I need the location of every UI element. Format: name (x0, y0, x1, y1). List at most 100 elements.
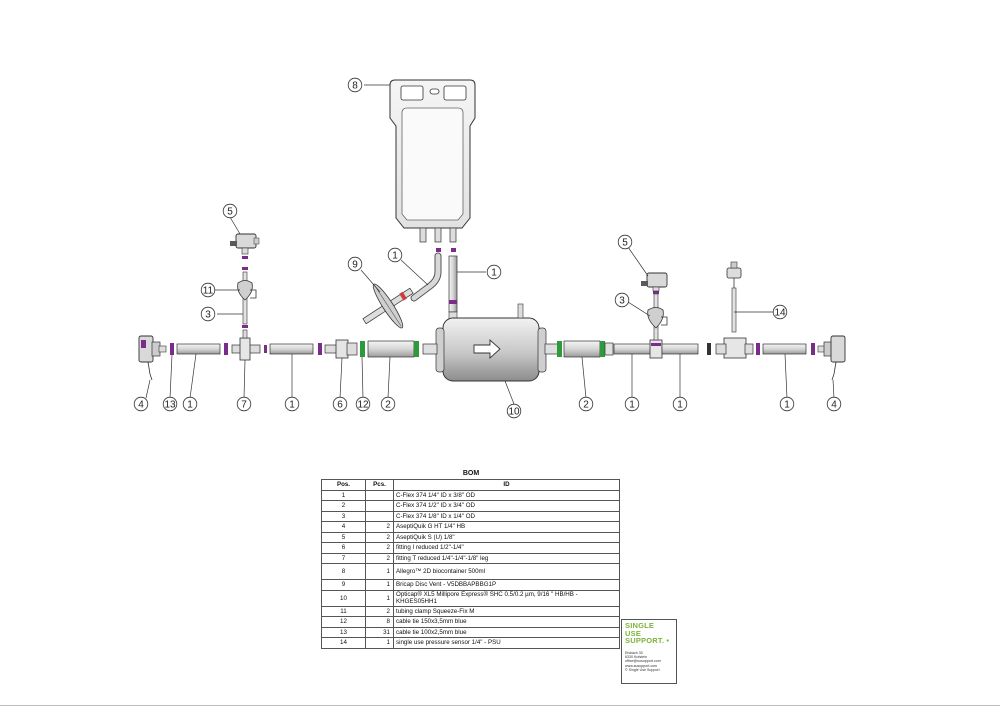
bom-cell-pos: 9 (321, 579, 366, 591)
disc-vent (362, 283, 414, 329)
callout-label: 1 (392, 251, 398, 262)
bom-row: 1 C-Flex 374 1/4" ID x 3/8" OD (321, 489, 620, 501)
callout-circle (200, 282, 216, 298)
bom-title: BOM (462, 470, 480, 477)
logo-line-2: USE (625, 628, 642, 638)
callout-c7: 7 (236, 396, 252, 412)
callout-label: 4 (831, 400, 837, 411)
callout-c12: 12 (355, 396, 371, 412)
bom-cell-id: fitting T reduced 1/4"-1/4"-1/8" leg (393, 552, 620, 564)
callout-c13: 13 (162, 396, 178, 412)
callout-c1g: 1 (779, 396, 795, 412)
bom-header-pcs: Pcs. (365, 479, 394, 491)
callout-c1d: 1 (284, 396, 300, 412)
callout-c5a: 5 (222, 203, 238, 219)
bom-cell-pcs: 1 (365, 589, 394, 607)
callout-label: 3 (619, 296, 625, 307)
t-fitting-left (231, 329, 261, 361)
callout-label: 14 (774, 308, 786, 319)
bom-cell-pos: 11 (321, 605, 366, 617)
bom-cell-id: single use pressure sensor 1/4" - PSU (393, 637, 620, 649)
callout-circle (222, 203, 238, 219)
callout-c14: 14 (772, 304, 788, 320)
tube-large-left (367, 340, 415, 358)
bom-table-container: BOM Pos. Pcs. ID 1 C-Flex 374 1/4" ID x 3… (321, 468, 621, 649)
callout-label: 6 (337, 400, 343, 411)
logo-dot-icon: • (664, 636, 670, 645)
callout-c6: 6 (332, 396, 348, 412)
bom-cell-pos: 5 (321, 531, 366, 543)
biocontainer-bag (389, 79, 476, 252)
callout-circle (614, 292, 630, 308)
tube-segment (176, 343, 221, 355)
bom-cell-pos: 6 (321, 542, 366, 554)
callout-circle (236, 396, 252, 412)
reducer-fitting (324, 339, 358, 359)
callout-c1a: 1 (387, 247, 403, 263)
bom-cell-pcs: 1 (365, 579, 394, 591)
callout-circle (672, 396, 688, 412)
bom-cell-pcs: 2 (365, 542, 394, 554)
bom-cell-pos: 4 (321, 521, 366, 533)
callout-c4a: 4 (133, 396, 149, 412)
callout-label: 9 (352, 260, 358, 271)
bom-cell-id: C-Flex 374 1/4" ID x 3/8" OD (393, 489, 620, 501)
callout-label: 2 (583, 400, 589, 411)
bom-cell-pos: 1 (321, 489, 366, 501)
callout-circle (578, 396, 594, 412)
bom-cell-pcs (365, 489, 394, 501)
bom-header-row: Pos. Pcs. ID (321, 479, 620, 491)
callout-label: 1 (187, 400, 193, 411)
callout-c1b: 1 (486, 264, 502, 280)
bom-cell-pos: 2 (321, 500, 366, 512)
bom-table: Pos. Pcs. ID 1 C-Flex 374 1/4" ID x 3/8" … (321, 479, 620, 649)
capsule-filter (422, 303, 560, 382)
bom-cell-pos: 8 (321, 563, 366, 580)
bom-cell-pos: 14 (321, 637, 366, 649)
bom-cell-pos: 12 (321, 616, 366, 628)
bom-header-id: ID (393, 479, 620, 491)
page-bottom-rule (0, 705, 1000, 706)
callout-label: 5 (227, 207, 233, 218)
bom-cell-pcs: 1 (365, 563, 394, 580)
callout-circle (284, 396, 300, 412)
logo-line-3-text: SUPPORT. (625, 636, 665, 645)
callout-circle (772, 304, 788, 320)
bom-cell-pos: 10 (321, 589, 366, 607)
logo-address: Eisbach 30 6330 Kufstein office@susuppor… (625, 651, 673, 673)
callout-circle (779, 396, 795, 412)
callout-c5b: 5 (617, 234, 633, 250)
bom-cell-pcs: 31 (365, 626, 394, 638)
aseptiquik-s-left (230, 233, 260, 259)
callout-circle (506, 403, 522, 419)
callout-label: 7 (241, 400, 247, 411)
callout-label: 2 (385, 400, 391, 411)
tubing-clamp-left (237, 280, 257, 301)
bom-cell-pcs: 2 (365, 605, 394, 617)
callout-label: 1 (784, 400, 790, 411)
callout-circle (617, 234, 633, 250)
callout-circle (200, 306, 216, 322)
bom-cell-id: cable tie 100x2,5mm blue (393, 626, 620, 638)
callout-c8: 8 (347, 77, 363, 93)
bom-cell-pcs: 1 (365, 637, 394, 649)
logo-addr-5: © Single Use Support (625, 668, 660, 673)
logo-addr-1: Eisbach 30 (625, 650, 643, 655)
company-logo-box: SINGLE USE SUPPORT. • Eisbach 30 6330 Ku… (621, 619, 677, 684)
callout-c1f: 1 (672, 396, 688, 412)
bom-cell-id: fitting I reduced 1/2"-1/4" (393, 542, 620, 554)
callout-c1c: 1 (182, 396, 198, 412)
bom-cell-pcs: 2 (365, 531, 394, 543)
t-fitting-right (649, 339, 663, 359)
